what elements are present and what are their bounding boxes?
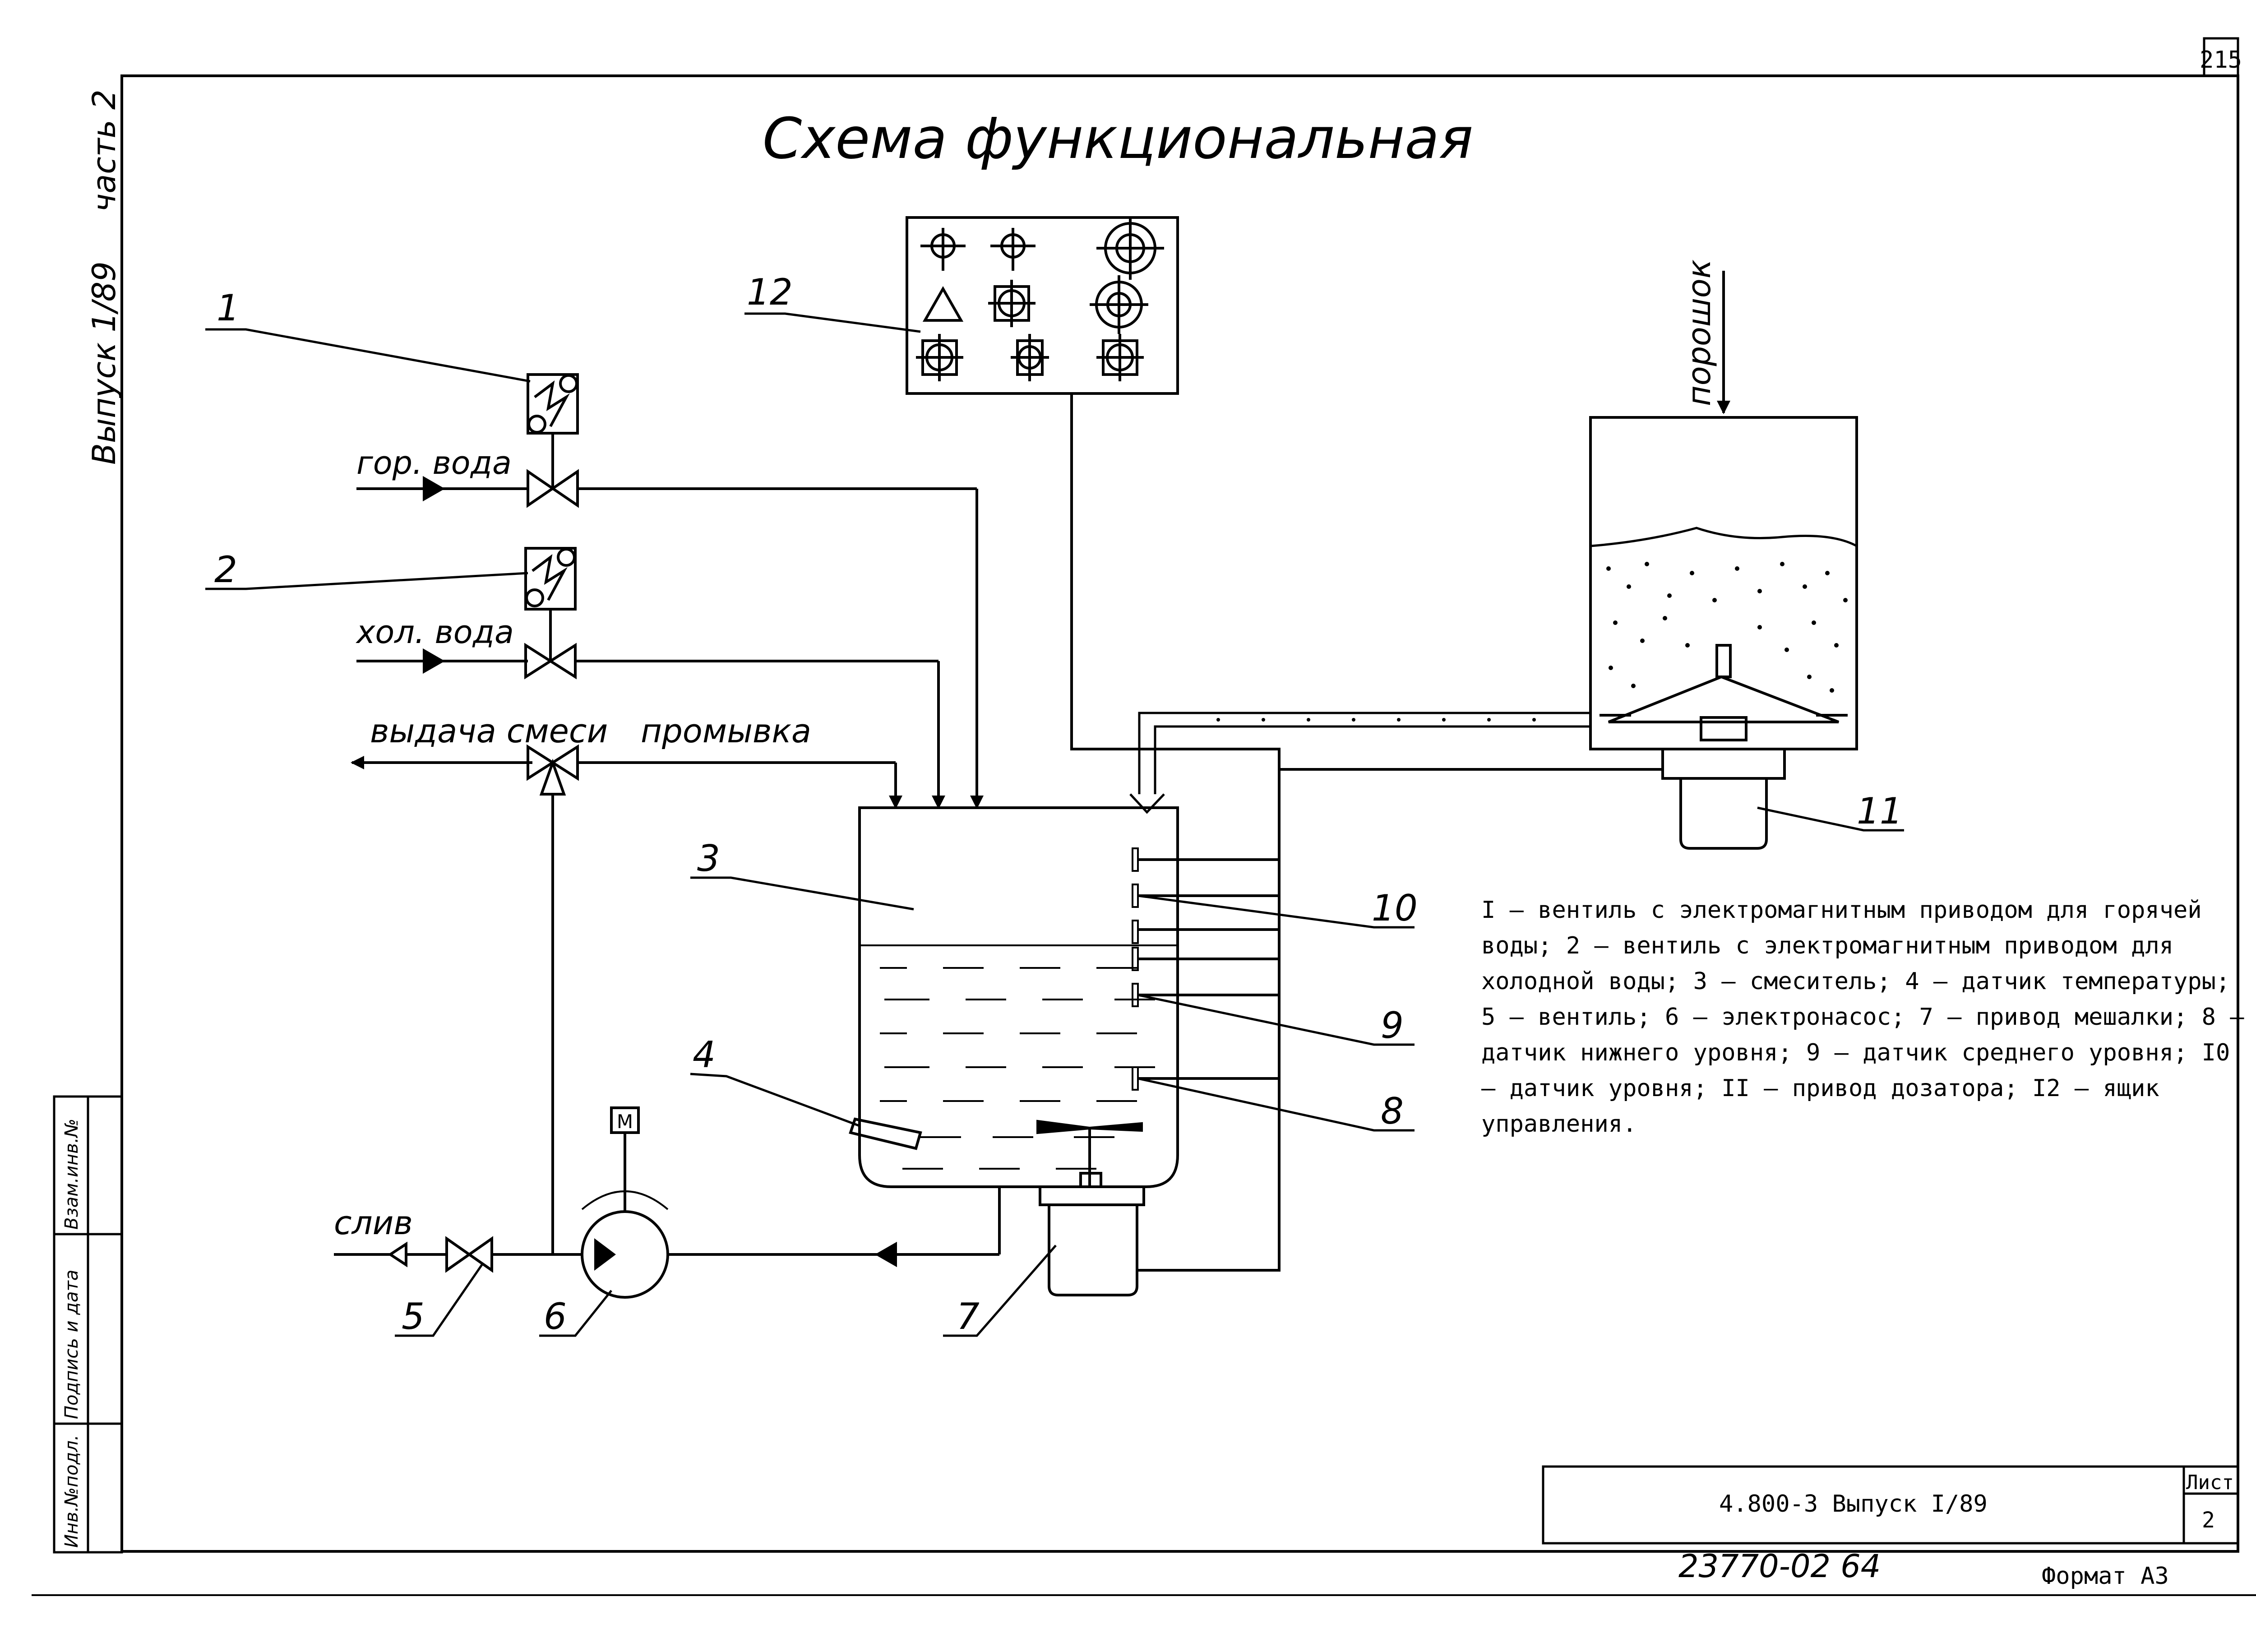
sheet-number: 2 bbox=[2202, 1508, 2215, 1533]
flush-label: промывка bbox=[641, 712, 811, 750]
callout-9: 9 bbox=[1381, 1004, 1404, 1046]
title-block bbox=[1542, 1465, 2239, 1545]
callout-7: 7 bbox=[957, 1296, 980, 1337]
powder-label: порошок bbox=[1681, 259, 1718, 406]
cold-water-label: хол. вода bbox=[356, 614, 514, 651]
stamp-replacement-inv: Взам.инв.№ bbox=[61, 1119, 82, 1230]
callout-6: 6 bbox=[544, 1296, 567, 1337]
legend-text: I – вентиль с электромагнитным приводом … bbox=[1481, 897, 2244, 1138]
mixer-tank bbox=[849, 806, 1279, 1188]
callout-8: 8 bbox=[1381, 1090, 1404, 1132]
callout-4: 4 bbox=[693, 1034, 716, 1076]
callout-10: 10 bbox=[1372, 887, 1418, 929]
mixer-drive bbox=[1039, 748, 1281, 1296]
drain-label: слив bbox=[334, 1204, 413, 1242]
designation: 4.800-3 Выпуск I/89 bbox=[1719, 1490, 1988, 1518]
hot-water-label: гор. вода bbox=[356, 444, 512, 481]
powder-dots bbox=[1216, 562, 1848, 722]
hot-water-line bbox=[356, 373, 984, 809]
mix-output-label: выдача смеси bbox=[370, 712, 608, 750]
part-label: часть 2 bbox=[86, 89, 123, 212]
callout-1: 1 bbox=[217, 287, 240, 329]
archive-number: 23770-02 64 bbox=[1678, 1548, 1881, 1585]
callout-2: 2 bbox=[214, 549, 237, 591]
format-label: Формат А3 bbox=[2042, 1563, 2169, 1590]
control-box bbox=[906, 216, 1179, 395]
drawing-title: Схема функциональная bbox=[763, 106, 1473, 171]
cold-water-line bbox=[356, 547, 945, 809]
page-number: 215 bbox=[2200, 46, 2242, 74]
callout-5: 5 bbox=[402, 1296, 425, 1337]
stamp-original-inv: Инв.№подл. bbox=[61, 1435, 82, 1548]
callout-11: 11 bbox=[1857, 790, 1903, 832]
sheet-label: Лист bbox=[2186, 1471, 2234, 1494]
drawing-frame bbox=[32, 37, 2256, 1596]
series-label: Выпуск 1/89 bbox=[86, 261, 123, 465]
mix-output-line bbox=[351, 744, 902, 1254]
motor-label: М bbox=[617, 1111, 633, 1133]
stamp-columns bbox=[53, 1095, 123, 1554]
pump-line bbox=[334, 1106, 1001, 1299]
callout-3: 3 bbox=[697, 838, 720, 879]
stamp-signature-date: Подпись и дата bbox=[61, 1270, 82, 1419]
callout-12: 12 bbox=[747, 271, 793, 313]
callout-leaders bbox=[205, 312, 1904, 1337]
powder-hopper bbox=[1129, 271, 1858, 850]
